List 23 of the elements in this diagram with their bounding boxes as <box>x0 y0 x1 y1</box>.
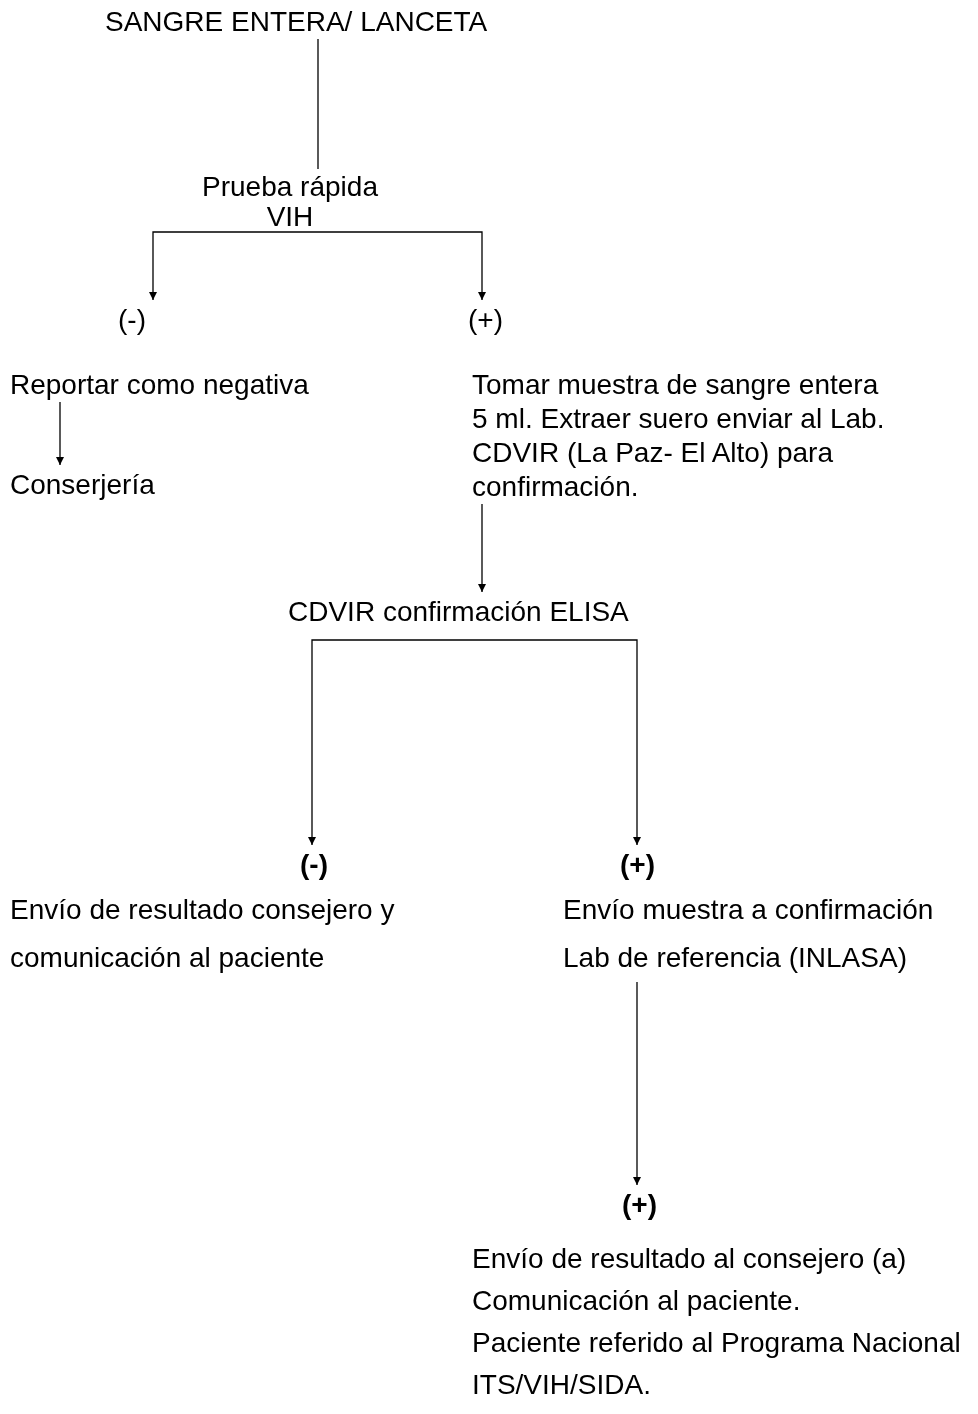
step-text: Envío muestra a confirmación Lab de referencia (INLASA) <box>563 886 963 982</box>
step-text-line: Paciente referido al Programa Nacional ITS/VIH/SIDA. <box>472 1326 962 1402</box>
connector-arrow <box>633 981 641 1186</box>
connector-arrow <box>317 231 486 301</box>
step-text: Tomar muestra de sangre entera 5 ml. Extraer suero enviar al Lab. CDVIR (La Paz- El Alto) para confirmación. <box>472 368 890 504</box>
step-text: Envío de resultado consejero y comunicación al paciente <box>10 886 400 982</box>
connector-arrow <box>56 401 64 466</box>
step-text: Conserjería <box>10 468 155 502</box>
step-text: (-) <box>300 848 328 882</box>
connector-arrow <box>149 231 319 301</box>
step-text: Reportar como negativa <box>10 368 309 402</box>
step-text: (+) <box>622 1188 657 1222</box>
step-text: SANGRE ENTERA/ LANCETA <box>105 5 488 39</box>
step-text: (-) <box>118 303 146 337</box>
step-text-line: Envío de resultado al consejero (a) <box>472 1242 908 1276</box>
step-text: (+) <box>620 848 655 882</box>
step-text: (+) <box>468 303 503 337</box>
step-text: CDVIR confirmación ELISA <box>288 595 629 640</box>
connector-arrow <box>478 503 486 593</box>
connector-arrow <box>308 639 466 846</box>
connector-arrow <box>464 639 641 846</box>
step-text: Prueba rápida VIH <box>195 172 385 232</box>
step-text-line: Comunicación al paciente. <box>472 1284 802 1318</box>
